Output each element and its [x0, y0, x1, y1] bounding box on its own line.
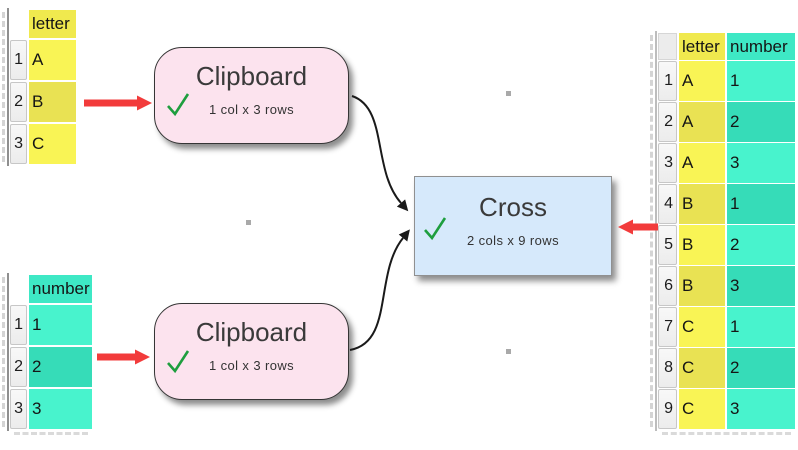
row-number-cell: 1	[658, 61, 677, 101]
column-header-number: number	[29, 275, 92, 303]
column-header-letter: letter	[679, 33, 725, 60]
node-size-caption: 2 cols x 9 rows	[467, 233, 559, 248]
data-cell: A	[29, 40, 76, 80]
corner-cell	[10, 275, 27, 303]
node-size-caption: 1 col x 3 rows	[208, 102, 295, 117]
row-number-cell: 2	[10, 82, 27, 122]
row-number-cell: 3	[658, 143, 677, 183]
row-number-cell: 7	[658, 307, 677, 347]
data-cell: C	[679, 348, 725, 388]
pane-edge	[7, 8, 9, 166]
data-cell: C	[29, 124, 76, 164]
grid-dot	[506, 349, 511, 354]
clipboard-node-top[interactable]: Clipboard 1 col x 3 rows	[154, 47, 349, 144]
data-cell: 2	[727, 102, 795, 142]
data-cell: B	[29, 82, 76, 122]
row-number-cell: 9	[658, 389, 677, 429]
node-size-caption: 1 col x 3 rows	[208, 358, 295, 373]
data-cell: 3	[29, 389, 92, 429]
pane-edge	[7, 273, 9, 431]
letter-source-table: letter 1 A 2 B 3 C	[2, 8, 76, 166]
data-cell: C	[679, 307, 725, 347]
connector-clipboard-bottom-to-cross[interactable]	[349, 229, 410, 351]
cross-transform-node[interactable]: Cross 2 cols x 9 rows	[414, 176, 612, 276]
data-cell: 1	[727, 61, 795, 101]
data-cell: 1	[727, 184, 795, 224]
data-cell: 2	[29, 347, 92, 387]
connector-clipboard-top-to-cross[interactable]	[351, 95, 409, 212]
torn-edge	[14, 432, 88, 435]
data-cell: 2	[727, 348, 795, 388]
column-header-letter: letter	[29, 10, 76, 38]
data-cell: 1	[29, 305, 92, 345]
row-number-cell: 1	[10, 305, 27, 345]
corner-cell	[658, 33, 677, 60]
data-cell: 3	[727, 143, 795, 183]
result-output-table: letter number 1 A 1 2 A 2 3 A 3 4 B 1 5 …	[650, 31, 795, 435]
data-cell: A	[679, 143, 725, 183]
success-checkmark-icon	[165, 91, 191, 117]
data-cell: 3	[727, 266, 795, 306]
torn-edge	[662, 432, 791, 435]
grid-dot	[506, 91, 511, 96]
data-cell: B	[679, 184, 725, 224]
node-title: Clipboard	[195, 317, 308, 347]
row-number-cell: 8	[658, 348, 677, 388]
row-number-cell: 3	[10, 124, 27, 164]
data-cell: B	[679, 266, 725, 306]
data-cell: 2	[727, 225, 795, 265]
success-checkmark-icon	[422, 215, 448, 241]
row-number-cell: 4	[658, 184, 677, 224]
data-cell: A	[679, 102, 725, 142]
success-checkmark-icon	[165, 348, 191, 374]
row-number-cell: 6	[658, 266, 677, 306]
column-header-number: number	[727, 33, 795, 60]
data-cell: A	[679, 61, 725, 101]
row-number-cell: 3	[10, 389, 27, 429]
row-number-cell: 2	[658, 102, 677, 142]
node-title: Clipboard	[195, 61, 308, 91]
node-title: Cross	[479, 192, 547, 222]
torn-edge	[2, 12, 5, 162]
torn-edge	[650, 35, 653, 427]
grid-dot	[246, 220, 251, 225]
torn-edge	[2, 277, 5, 427]
clipboard-node-bottom[interactable]: Clipboard 1 col x 3 rows	[154, 303, 349, 400]
corner-cell	[10, 10, 27, 38]
row-number-cell: 1	[10, 40, 27, 80]
data-cell: B	[679, 225, 725, 265]
data-cell: 1	[727, 307, 795, 347]
data-cell: C	[679, 389, 725, 429]
row-number-cell: 5	[658, 225, 677, 265]
pane-edge	[655, 31, 657, 431]
number-source-table: number 1 1 2 2 3 3	[2, 273, 92, 435]
row-number-cell: 2	[10, 347, 27, 387]
data-cell: 3	[727, 389, 795, 429]
